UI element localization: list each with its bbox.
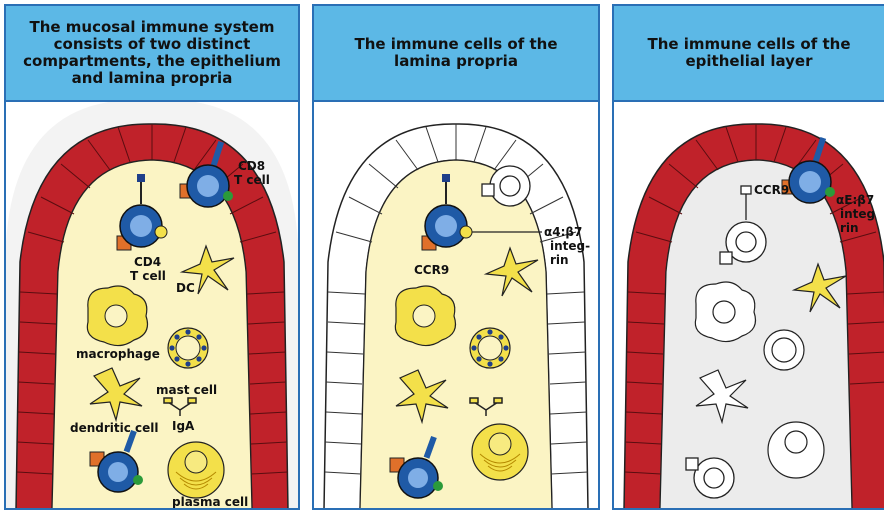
label-integrin-2c: rin xyxy=(550,253,569,267)
label-iga: IgA xyxy=(172,419,195,433)
villus-diagram-3: αE:β7 integ rin CCR9 xyxy=(614,102,884,510)
plasma-cell-2 xyxy=(472,424,528,480)
label-macrophage: macrophage xyxy=(76,347,160,361)
mast-cell xyxy=(168,328,208,368)
panel-3-header: The immune cells of the epithelial layer xyxy=(614,6,884,102)
label-dendritic-cell: dendritic cell xyxy=(70,421,159,435)
panel-lamina-propria: The immune cells of the lamina propria C… xyxy=(312,4,600,510)
label-cd8: CD8 xyxy=(238,159,265,173)
label-integrin-2a: α4:β7 xyxy=(544,225,582,239)
macrophage-outline-3 xyxy=(695,282,755,342)
villus-diagram-2: CCR9 α4:β7 integ- rin xyxy=(314,102,598,510)
panel-1-header: The mucosal immune system consists of tw… xyxy=(6,6,298,102)
label-mast-cell: mast cell xyxy=(156,383,217,397)
plasma-cell-outline-3 xyxy=(768,422,824,478)
plasma-cell xyxy=(168,442,224,498)
label-cd4-tcell: T cell xyxy=(130,269,166,283)
label-integrin-3a: αE:β7 xyxy=(836,193,874,207)
villus-diagram-1: CD8 T cell CD4 T cell DC macrophage mast… xyxy=(6,102,298,510)
panel-mucosal-compartments: The mucosal immune system consists of tw… xyxy=(4,4,300,510)
label-integrin-3c: rin xyxy=(840,221,859,235)
label-cd8-tcell: T cell xyxy=(234,173,270,187)
panel-1-title: The mucosal immune system consists of tw… xyxy=(20,19,284,87)
macrophage-2 xyxy=(395,286,455,346)
mast-cell-outline-3 xyxy=(764,330,804,370)
label-dc: DC xyxy=(176,281,195,295)
label-ccr9-3: CCR9 xyxy=(754,183,789,197)
panel-2-header: The immune cells of the lamina propria xyxy=(314,6,598,102)
macrophage xyxy=(87,286,147,346)
label-plasma-cell: plasma cell xyxy=(172,495,248,509)
panel-epithelial-layer: The immune cells of the epithelial layer… xyxy=(612,4,884,510)
panel-2-title: The immune cells of the lamina propria xyxy=(328,36,584,70)
label-ccr9-2: CCR9 xyxy=(414,263,449,277)
panel-3-title: The immune cells of the epithelial layer xyxy=(628,36,870,70)
label-integrin-3b: integ xyxy=(840,207,875,221)
label-cd4: CD4 xyxy=(134,255,161,269)
mast-cell-2 xyxy=(470,328,510,368)
label-integrin-2b: integ- xyxy=(550,239,590,253)
